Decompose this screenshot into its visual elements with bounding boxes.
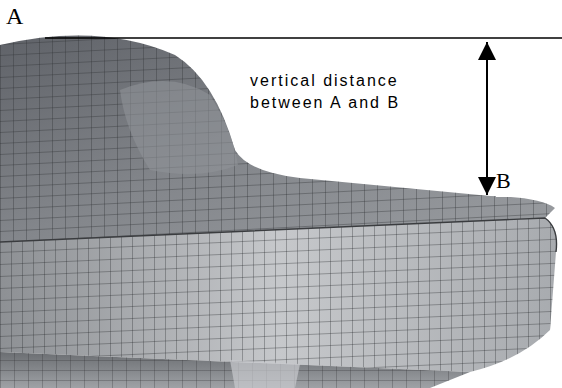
dimension-note: vertical distance between A and B xyxy=(250,70,440,115)
point-label: B xyxy=(496,166,511,197)
point-label: A xyxy=(6,0,23,34)
